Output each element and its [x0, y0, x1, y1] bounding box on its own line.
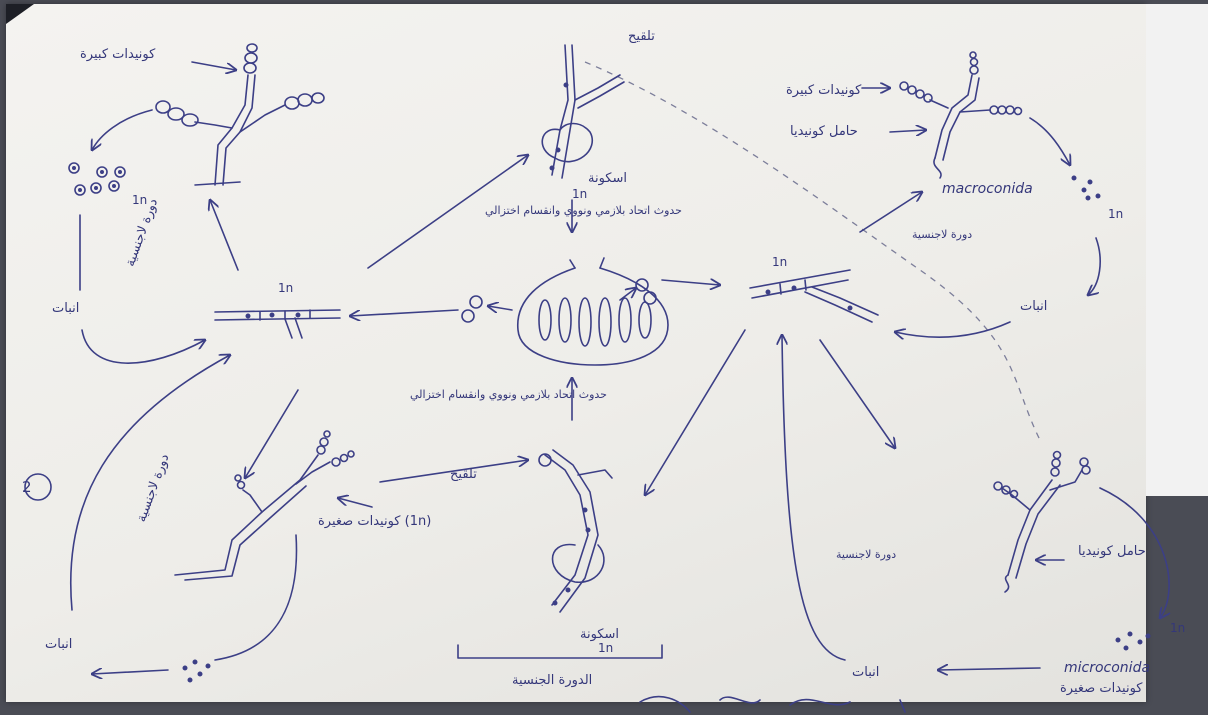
label-small-conidia-right: كونيدات صغيرة: [1060, 681, 1143, 696]
circled-number: 2: [22, 478, 32, 496]
label-germination-left: انبات: [52, 301, 79, 316]
label-small-conidia-left: كونيدات صغيرة (1n): [318, 514, 431, 529]
conidiophore-top-left: [155, 43, 325, 186]
mycelium-right: [749, 269, 879, 323]
ploidy-right-mycelium: 1n: [772, 255, 787, 269]
label-macroconidia: macroconida: [942, 181, 1033, 197]
paper-corner: [6, 4, 34, 24]
label-fertilization-bottom: تلقيح: [450, 467, 477, 482]
ascocarp: [517, 257, 669, 366]
mycelium-left: [214, 309, 341, 339]
ploidy-right-spores: 1n: [1108, 207, 1123, 221]
ploidy-left-spores: 1n: [132, 193, 147, 207]
label-conidiophore-bottom-right: حامل كونيديا: [1078, 544, 1146, 559]
label-fertilization-top: تلقيح: [628, 29, 655, 44]
label-large-conidia-left: كونيدات كبيرة: [80, 47, 156, 62]
scribbles-bottom: [639, 695, 906, 713]
sexual-cycle-bracket: [457, 644, 663, 659]
spores-bottom-left: [182, 659, 211, 683]
label-conidiophore-right: حامل كونيديا: [790, 124, 858, 139]
spores-bottom-right: [1115, 631, 1151, 651]
ploidy-left-mycelium: 1n: [278, 281, 293, 295]
dashed-link: [584, 61, 1041, 441]
label-large-conidia-right: كونيدات كبيرة: [786, 83, 862, 98]
ascospores-left: [461, 295, 483, 323]
conidiophore-bottom-left: [174, 430, 355, 581]
label-germination-bottom-left: انبات: [45, 637, 72, 652]
ascospores-right: [635, 278, 657, 305]
label-plasmogamy-bottom: حدوث اتحاد بلازمي ونووي وانقسام اختزالي: [410, 388, 607, 401]
label-germination-bottom-right: انبات: [852, 665, 879, 680]
label-sexual-cycle: الدورة الجنسية: [512, 673, 592, 688]
circled-number-ring: [24, 473, 52, 501]
ploidy-bottom-right: 1n: [1170, 621, 1185, 635]
label-asexual-cycle-left-bottom: دورة لاجنسية: [134, 452, 173, 524]
ploidy-ascogonium-top: 1n: [572, 187, 587, 201]
ploidy-ascogonium-bottom: 1n: [598, 641, 613, 655]
conidiophore-top-right: [899, 51, 1023, 179]
label-plasmogamy-top: حدوث اتحاد بلازمي ونووي وانقسام اختزالي: [485, 204, 682, 217]
label-ascogonium-top: اسكونة: [588, 171, 627, 186]
label-germination-right: انبات: [1020, 299, 1047, 314]
spores-top-left: [68, 162, 126, 196]
background-sheet: [1146, 4, 1208, 496]
label-ascogonium-bottom: اسكونة: [580, 627, 619, 642]
label-asexual-cycle-right-top: دورة لاجنسية: [912, 228, 972, 241]
ascogonium-top: [541, 44, 625, 179]
label-asexual-cycle-left-top: دورة لاجنسية: [123, 196, 162, 268]
spores-top-right: [1071, 175, 1101, 201]
conidiophore-bottom-right: [993, 450, 1091, 593]
label-asexual-cycle-right-bottom: دورة لاجنسية: [836, 548, 896, 561]
ascogonium-bottom: [538, 449, 613, 613]
label-microconidia: microconida: [1064, 660, 1150, 676]
